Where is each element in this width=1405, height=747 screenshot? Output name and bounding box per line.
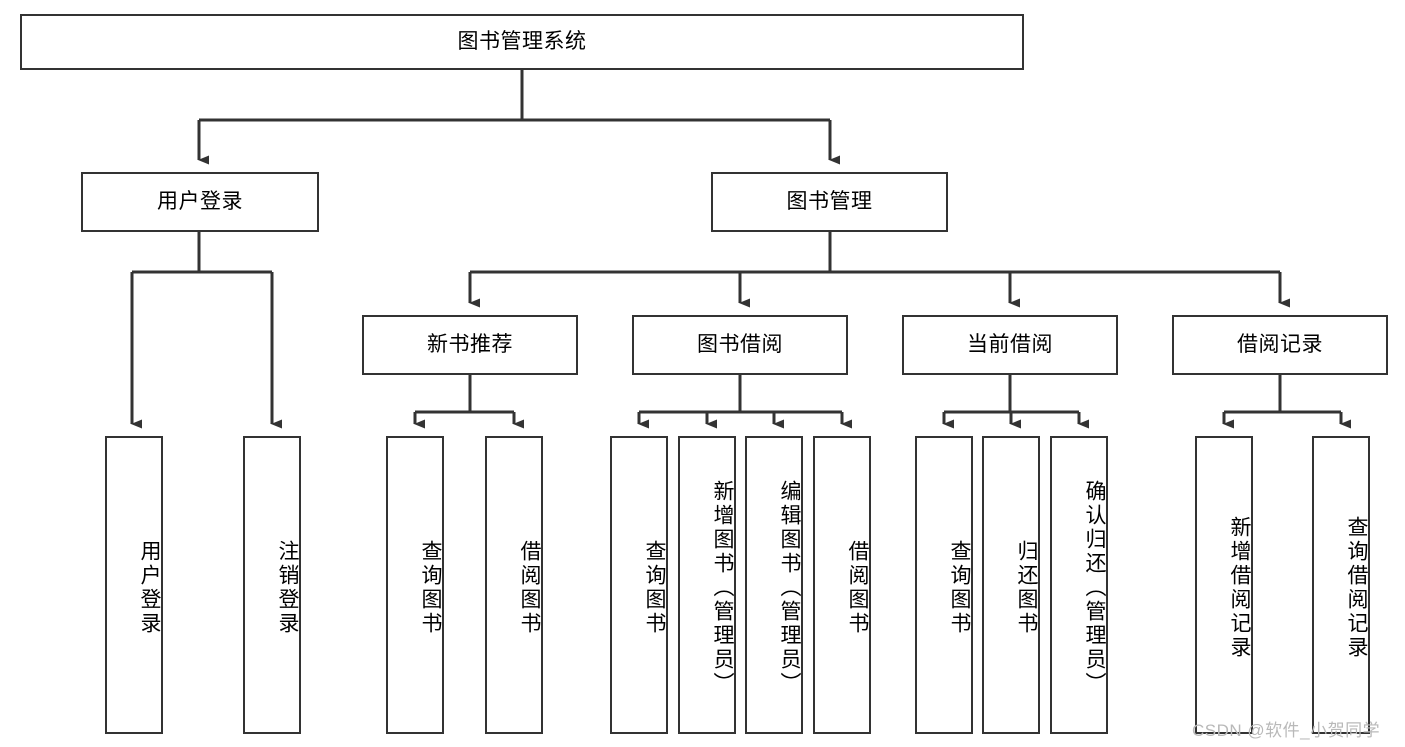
node-root-label: 图书管理系统 (457, 29, 587, 53)
leaf-query-book-recommend[interactable]: 查询图书 (386, 436, 444, 734)
leaf-add-borrow-record[interactable]: 新增借阅记录 (1195, 436, 1253, 734)
leaf-label: 借阅图书 (846, 540, 869, 636)
node-user-login-label: 用户登录 (157, 189, 243, 213)
leaf-label: 查询图书 (419, 540, 442, 636)
node-new-book-recommend-label: 新书推荐 (427, 332, 513, 356)
leaf-label: 编辑图书（管理员） (778, 480, 801, 696)
node-current-borrow-label: 当前借阅 (967, 332, 1053, 356)
node-book-management-label: 图书管理 (786, 189, 873, 213)
leaf-add-book-admin[interactable]: 新增图书（管理员） (678, 436, 736, 734)
leaf-borrow-book-recommend[interactable]: 借阅图书 (485, 436, 543, 734)
leaf-label: 借阅图书 (518, 540, 541, 636)
leaf-label: 用户登录 (138, 540, 161, 636)
leaf-query-borrow-record[interactable]: 查询借阅记录 (1312, 436, 1370, 734)
leaf-label: 注销登录 (276, 540, 299, 636)
leaf-query-book-current[interactable]: 查询图书 (915, 436, 973, 734)
leaf-user-login[interactable]: 用户登录 (105, 436, 163, 734)
node-book-management[interactable]: 图书管理 (711, 172, 948, 232)
node-current-borrow[interactable]: 当前借阅 (902, 315, 1118, 375)
node-book-borrow[interactable]: 图书借阅 (632, 315, 848, 375)
leaf-label: 确认归还（管理员） (1083, 480, 1106, 696)
leaf-label: 新增图书（管理员） (711, 480, 734, 696)
node-borrow-record[interactable]: 借阅记录 (1172, 315, 1388, 375)
leaf-label: 查询图书 (948, 540, 971, 636)
node-book-borrow-label: 图书借阅 (697, 332, 783, 356)
node-borrow-record-label: 借阅记录 (1237, 332, 1323, 356)
leaf-borrow-book[interactable]: 借阅图书 (813, 436, 871, 734)
leaf-label: 新增借阅记录 (1228, 516, 1251, 660)
leaf-confirm-return-admin[interactable]: 确认归还（管理员） (1050, 436, 1108, 734)
leaf-query-book-borrow[interactable]: 查询图书 (610, 436, 668, 734)
node-user-login[interactable]: 用户登录 (81, 172, 319, 232)
leaf-label: 归还图书 (1015, 540, 1038, 636)
leaf-label: 查询借阅记录 (1345, 516, 1368, 660)
leaf-edit-book-admin[interactable]: 编辑图书（管理员） (745, 436, 803, 734)
leaf-label: 查询图书 (643, 540, 666, 636)
leaf-return-book[interactable]: 归还图书 (982, 436, 1040, 734)
watermark: CSDN @软件_小贺同学 (1192, 721, 1381, 740)
leaf-logout[interactable]: 注销登录 (243, 436, 301, 734)
node-new-book-recommend[interactable]: 新书推荐 (362, 315, 578, 375)
node-root[interactable]: 图书管理系统 (20, 14, 1024, 70)
